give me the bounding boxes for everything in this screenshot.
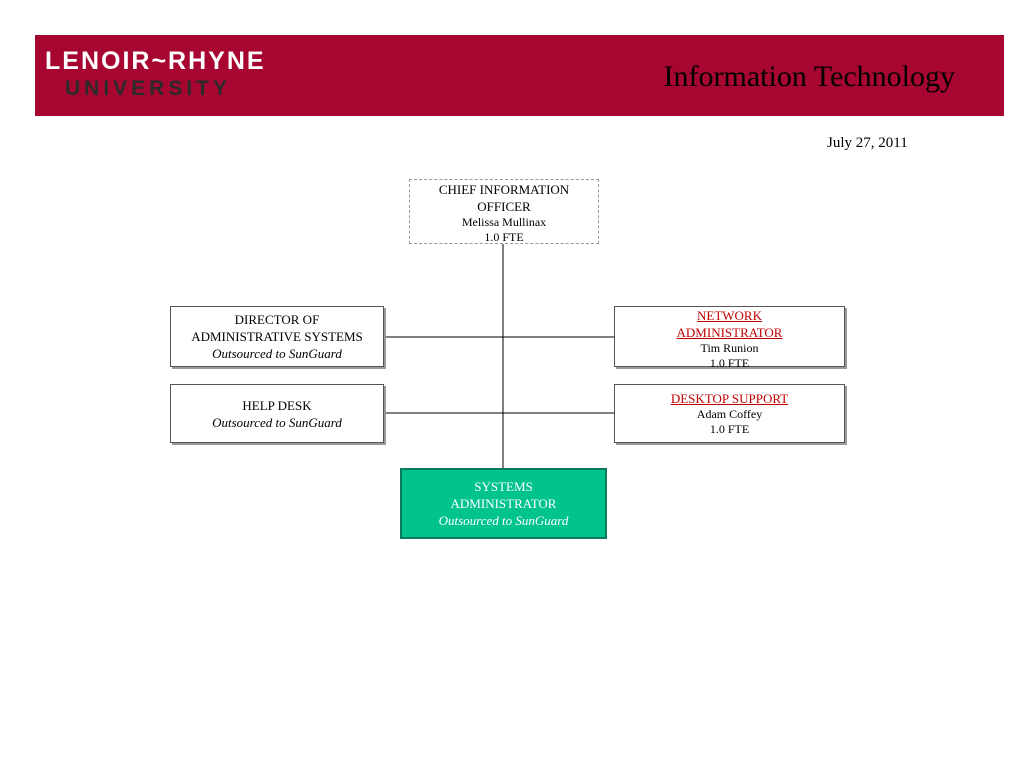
desktop-support-fte: 1.0 FTE [709, 422, 750, 436]
network-admin-box: NETWORK ADMINISTRATOR Tim Runion 1.0 FTE [614, 306, 845, 370]
cio-fte: 1.0 FTE [484, 230, 524, 244]
network-admin-title-line2[interactable]: ADMINISTRATOR [676, 325, 783, 340]
header-banner: LENOIR~RHYNE UNIVERSITY Information Tech… [35, 35, 1004, 116]
desktop-support-title[interactable]: DESKTOP SUPPORT [670, 391, 789, 406]
page-title: Information Technology [663, 60, 955, 93]
university-logo-wordmark: LENOIR~RHYNE [45, 47, 266, 75]
network-admin-title-line1[interactable]: NETWORK [697, 308, 762, 323]
desktop-support-box: DESKTOP SUPPORT Adam Coffey 1.0 FTE [614, 384, 845, 443]
director-title-line1: DIRECTOR OF [234, 312, 320, 327]
cio-name: Melissa Mullinax [461, 215, 547, 229]
systems-admin-title-line1: SYSTEMS [474, 479, 533, 494]
desktop-support-name: Adam Coffey [696, 407, 763, 421]
network-admin-name: Tim Runion [700, 341, 759, 355]
help-desk-box: HELP DESK Outsourced to SunGuard [170, 384, 384, 443]
systems-admin-note: Outsourced to SunGuard [438, 513, 569, 528]
director-note: Outsourced to SunGuard [212, 346, 342, 361]
director-title-line2: ADMINISTRATIVE SYSTEMS [191, 329, 363, 344]
cio-title-line2: OFFICER [477, 199, 531, 214]
director-admin-systems-box: DIRECTOR OF ADMINISTRATIVE SYSTEMS Outso… [170, 306, 384, 367]
help-desk-note: Outsourced to SunGuard [212, 414, 342, 430]
cio-title-line1: CHIEF INFORMATION [438, 182, 570, 197]
help-desk-title: HELP DESK [242, 397, 312, 413]
chart-date: July 27, 2011 [827, 135, 908, 151]
network-admin-fte: 1.0 FTE [709, 356, 750, 370]
cio-box: CHIEF INFORMATION OFFICER Melissa Mullin… [409, 179, 599, 244]
systems-admin-title-line2: ADMINISTRATOR [450, 496, 557, 511]
university-logo-subtitle: UNIVERSITY [65, 77, 232, 100]
systems-admin-box: SYSTEMS ADMINISTRATOR Outsourced to SunG… [400, 468, 607, 539]
